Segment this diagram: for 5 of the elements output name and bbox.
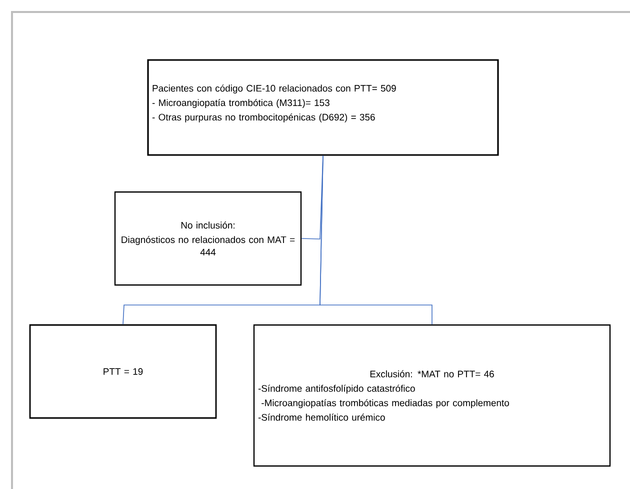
process-box: No inclusión: Diagnósticos no relacionados con MAT = 444 [114, 191, 302, 286]
process-box: Pacientes con código CIE-10 relacionados con PTT= 509 - Microangiopatía trombótica (M311)= 153 - Otras purpuras no trombocitopénicas (D692) = 356 [147, 59, 499, 156]
connector-line [320, 155, 432, 325]
process-box: PTT = 19 [29, 324, 217, 419]
process-box: Exclusión: *MAT no PTT= 46 -Síndrome antifosfolípido catastrófico -Microangiopatías trombóticas mediadas por complemento -Síndrome hemolítico urémico [253, 324, 611, 467]
